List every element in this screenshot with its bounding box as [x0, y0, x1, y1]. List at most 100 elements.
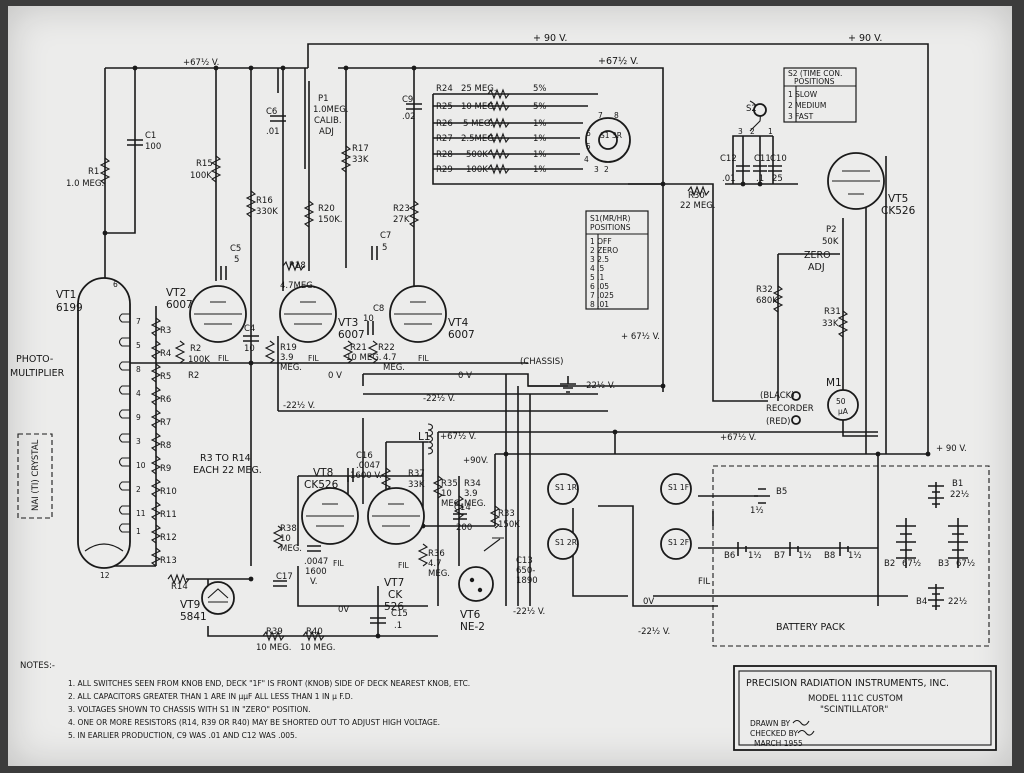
vt4-id: VT4	[448, 317, 469, 329]
rail-label-neg-e: -22½ V.	[638, 627, 670, 637]
vt8-id: VT8	[313, 467, 333, 479]
svg-text:M1: M1	[826, 377, 842, 389]
svg-text:C11: C11	[754, 154, 771, 164]
svg-text:10: 10	[441, 489, 452, 499]
inductor-l1	[427, 423, 434, 455]
rail-label-90v-a: + 90 V.	[533, 33, 567, 44]
notes: NOTES:- 1. ALL SWITCHES SEEN FROM KNOB E…	[20, 661, 470, 740]
svg-text:12: 12	[100, 571, 110, 580]
svg-text:R8: R8	[160, 441, 171, 451]
svg-text:B5: B5	[776, 487, 787, 497]
svg-text:2 ZERO: 2 ZERO	[590, 246, 618, 255]
svg-text:100K: 100K	[466, 165, 488, 175]
svg-text:R2: R2	[190, 344, 201, 354]
battery-labels: BATTERY PACK B1 22½ B2 67½ B3 67½ B4 22½…	[724, 479, 975, 633]
svg-text:R29: R29	[436, 165, 453, 175]
svg-text:B2: B2	[884, 559, 895, 569]
vt9-id: VT9	[180, 599, 200, 611]
svg-text:R6: R6	[160, 395, 171, 405]
svg-text:150K.: 150K.	[318, 215, 343, 225]
svg-text:POSITIONS: POSITIONS	[794, 77, 835, 86]
svg-text:R28: R28	[436, 150, 453, 160]
svg-text:C13: C13	[516, 556, 533, 566]
svg-text:680K: 680K	[756, 296, 778, 306]
svg-text:1.0 MEG.: 1.0 MEG.	[66, 179, 104, 189]
svg-text:MEG.: MEG.	[428, 569, 450, 579]
svg-text:R9: R9	[160, 464, 171, 474]
vt7-type2: 526	[384, 601, 404, 613]
wiring	[104, 43, 929, 637]
svg-text:330K: 330K	[256, 207, 278, 217]
svg-text:R22: R22	[378, 343, 395, 353]
svg-text:R35: R35	[441, 479, 458, 489]
svg-text:50: 50	[836, 397, 846, 406]
r13-label: R13	[160, 556, 177, 566]
vt3-id: VT3	[338, 317, 358, 329]
svg-text:R18: R18	[289, 261, 306, 271]
svg-text:5 .1: 5 .1	[590, 273, 605, 282]
svg-text:C10: C10	[770, 154, 787, 164]
svg-text:μA: μA	[838, 407, 849, 416]
svg-text:.1: .1	[394, 621, 402, 631]
junctions	[102, 65, 931, 639]
svg-text:.0047: .0047	[304, 557, 328, 567]
svg-text:S1 2R: S1 2R	[555, 538, 577, 547]
variable-capacitor-c13	[483, 537, 504, 552]
svg-text:5: 5	[586, 142, 591, 151]
company-name: PRECISION RADIATION INSTRUMENTS, INC.	[746, 678, 949, 689]
capacitor-labels: C1 100 C4 10 C5 5 C6 .01 C7 5 C8 10 C9 .…	[145, 95, 787, 631]
svg-text:1.0MEG.: 1.0MEG.	[313, 105, 349, 115]
svg-text:5 MEG.: 5 MEG.	[463, 119, 493, 129]
svg-text:2: 2	[604, 165, 609, 174]
r14-label: R14	[171, 582, 188, 592]
rail-label-0v-c: 0V	[338, 605, 349, 615]
svg-text:1%: 1%	[533, 134, 547, 144]
svg-text:650-: 650-	[516, 566, 535, 576]
svg-text:POSITIONS: POSITIONS	[590, 223, 631, 232]
rail-label-top-left: +67½ V.	[183, 58, 219, 68]
svg-text:L1: L1	[418, 431, 431, 443]
svg-text:5%: 5%	[533, 84, 547, 94]
svg-text:V.: V.	[310, 577, 317, 587]
svg-text:.02: .02	[402, 112, 416, 122]
svg-text:67½: 67½	[902, 559, 921, 569]
svg-text:ZERO: ZERO	[804, 250, 831, 261]
svg-text:R26: R26	[436, 119, 453, 129]
svg-text:.0047: .0047	[356, 461, 380, 471]
rail-label-0v-d: 0V	[643, 597, 654, 607]
notes-heading: NOTES:-	[20, 661, 55, 671]
rail-label-neg-d: -22½ V.	[513, 607, 545, 617]
svg-text:7: 7	[598, 111, 603, 120]
svg-text:7: 7	[136, 317, 141, 326]
svg-text:R11: R11	[160, 510, 177, 520]
svg-text:R21: R21	[350, 343, 367, 353]
svg-text:R34: R34	[464, 479, 481, 489]
svg-text:4 .5: 4 .5	[590, 264, 605, 273]
svg-text:R15: R15	[196, 159, 213, 169]
battery-pack-outline	[712, 465, 990, 647]
svg-text:1%: 1%	[533, 165, 547, 175]
rail-label-neg-b: -22½ V.	[423, 394, 455, 404]
rail-label-neg-c: -22½ V.	[283, 401, 315, 411]
svg-text:3 2.5: 3 2.5	[590, 255, 609, 264]
svg-text:6: 6	[113, 280, 118, 289]
svg-text:R30: R30	[688, 191, 705, 201]
svg-text:10 MEG.: 10 MEG.	[300, 643, 336, 653]
svg-text:2: 2	[750, 127, 755, 136]
svg-text:R5: R5	[160, 372, 171, 382]
svg-text:B1: B1	[952, 479, 963, 489]
rail-label-0v-b: 0 V	[458, 371, 472, 381]
svg-text:22½: 22½	[950, 490, 969, 500]
svg-text:3: 3	[136, 437, 141, 446]
svg-text:1: 1	[136, 527, 141, 536]
svg-text:R23: R23	[393, 204, 410, 214]
checked-by: CHECKED BY	[750, 729, 798, 738]
schematic-sheet: +67½ V. + 90 V. + 90 V. +67½ V. + 67½ V.…	[8, 6, 1012, 766]
svg-text:R39: R39	[266, 627, 283, 637]
rail-label-67v-bus-b: +67½ V.	[440, 432, 476, 442]
svg-text:RECORDER: RECORDER	[766, 404, 814, 414]
svg-text:3: 3	[738, 127, 743, 136]
svg-text:1%: 1%	[533, 150, 547, 160]
note-3: 3. VOLTAGES SHOWN TO CHASSIS WITH S1 IN …	[68, 705, 310, 714]
note-4: 4. ONE OR MORE RESISTORS (R14, R39 OR R4…	[68, 718, 440, 727]
